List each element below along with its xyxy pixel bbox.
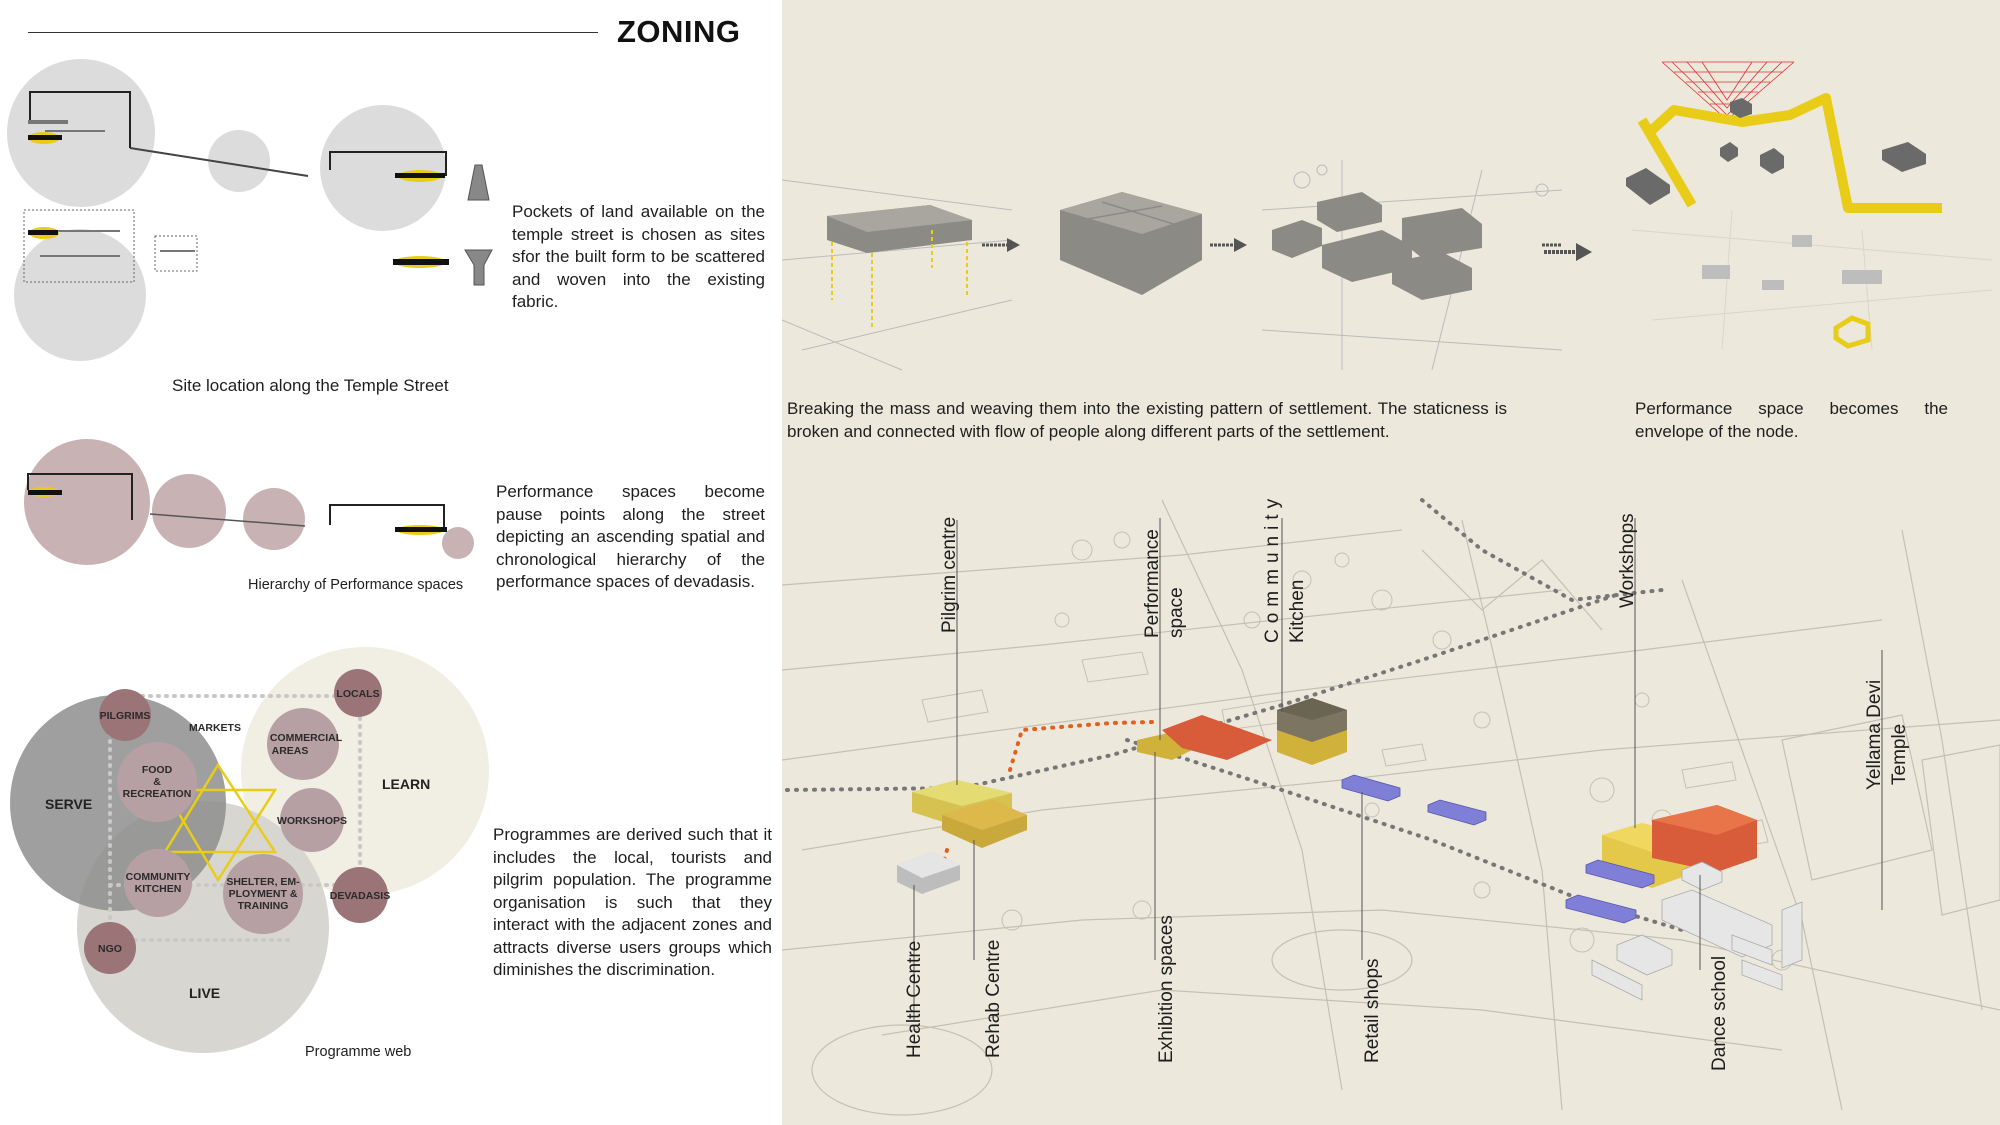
label-dance-school: Dance school [1709, 955, 1730, 1071]
label-shelter-2: PLOYMENT & [229, 888, 298, 900]
envelope-diagram [1626, 61, 1993, 351]
node-shelter [223, 854, 303, 934]
site-map [782, 498, 2000, 1116]
hierarchy-circle-4 [442, 527, 474, 559]
right-panel: Breaking the mass and weaving them into … [782, 0, 2000, 1125]
temple-street-line [129, 147, 309, 177]
mass-breaking-sequence [782, 160, 1562, 371]
label-community-1: COMMUNITY [126, 871, 191, 883]
label-retail-shops: Retail shops [1362, 958, 1383, 1063]
label-rehab-centre: Rehab Centre [983, 939, 1004, 1058]
pilgrim-centre-block [912, 780, 1027, 848]
label-commercial-1: COMMERCIAL [270, 732, 343, 744]
hierarchy-caption: Hierarchy of Performance spaces [248, 577, 464, 593]
arrow-to-envelope [1544, 243, 1592, 261]
title-rule [28, 32, 598, 33]
label-community-kitchen-2: Kitchen [1287, 579, 1308, 643]
label-yellama-1: Yellama Devi [1864, 679, 1885, 790]
mass-block-1 [827, 205, 972, 330]
label-community-kitchen-1: Community [1262, 492, 1283, 643]
route-temple [1125, 738, 1684, 932]
label-exhibition-spaces: Exhibition spaces [1156, 915, 1177, 1063]
hierarchy-circle-2 [152, 474, 226, 548]
label-yellama-2: Temple [1889, 723, 1910, 785]
hierarchy-diagram [24, 439, 474, 565]
label-pilgrims: PILGRIMS [100, 710, 151, 722]
envelope-description: Performance space becomes the envelope o… [1635, 399, 1948, 441]
performance-space-block [1137, 715, 1272, 760]
label-food-3: RECREATION [123, 788, 192, 800]
temple-complex [1591, 861, 1803, 1001]
mass-block-2 [1060, 192, 1202, 295]
label-performance-space-1: Performance [1142, 529, 1163, 638]
label-shelter-1: SHELTER, EM- [226, 876, 300, 888]
node-devadasis [332, 867, 388, 923]
programme-caption: Programme web [305, 1044, 412, 1060]
site-circle-small [208, 130, 270, 192]
node-food [117, 742, 197, 822]
left-panel: ZONING Pockets of land av [0, 0, 782, 1125]
yellow-path [1637, 93, 1942, 213]
programme-web: PILGRIMS MARKETS LOCALS COMMERCIAL AREAS… [10, 647, 489, 1053]
node-commercial [267, 708, 339, 780]
label-ngo: NGO [98, 943, 122, 955]
label-performance-space-2: space [1166, 587, 1187, 638]
label-workshops: Workshops [1617, 513, 1638, 608]
label-food-2: & [153, 776, 161, 788]
route-orange [1008, 720, 1154, 772]
programme-description: Programmes are derived such that it incl… [493, 825, 772, 979]
node-community [124, 849, 192, 917]
label-devadasis: DEVADASIS [330, 890, 390, 902]
site-circle-large [7, 59, 155, 207]
label-food-1: FOOD [142, 764, 173, 776]
node-pilgrims [99, 689, 151, 741]
retail-blocks [1341, 774, 1655, 924]
zone-serve-label: SERVE [45, 796, 92, 812]
label-shelter-3: TRAINING [238, 900, 289, 912]
process-description: Breaking the mass and weaving them into … [787, 399, 1507, 441]
route-north [1420, 498, 1664, 603]
zone-live-label: LIVE [189, 985, 220, 1001]
health-centre-block [897, 852, 960, 894]
hierarchy-circle-3 [243, 488, 305, 550]
node-locals [334, 669, 382, 717]
site-location-diagram [7, 59, 493, 361]
hierarchy-description: Performance spaces become pause points a… [496, 482, 765, 591]
site-description: Pockets of land available on the temple … [512, 202, 765, 311]
label-community-2: KITCHEN [135, 883, 182, 895]
site-circle-bottom [14, 229, 146, 361]
label-commercial-2: AREAS [272, 745, 309, 757]
hierarchy-circle-1 [24, 439, 150, 565]
label-pilgrim-centre: Pilgrim centre [939, 516, 960, 633]
site-circle-right [320, 105, 446, 231]
node-workshops [280, 788, 344, 852]
community-kitchen-block [1277, 698, 1347, 765]
label-markets: MARKETS [189, 722, 241, 734]
zone-learn-label: LEARN [382, 776, 430, 792]
node-ngo [84, 922, 136, 974]
page-title: ZONING [617, 14, 741, 49]
label-locals: LOCALS [336, 688, 379, 700]
site-caption: Site location along the Temple Street [172, 376, 449, 395]
route-main [785, 591, 1624, 792]
mass-block-3 [1272, 192, 1482, 300]
label-health-centre: Health Centre [904, 940, 925, 1058]
label-workshops: WORKSHOPS [277, 815, 347, 827]
